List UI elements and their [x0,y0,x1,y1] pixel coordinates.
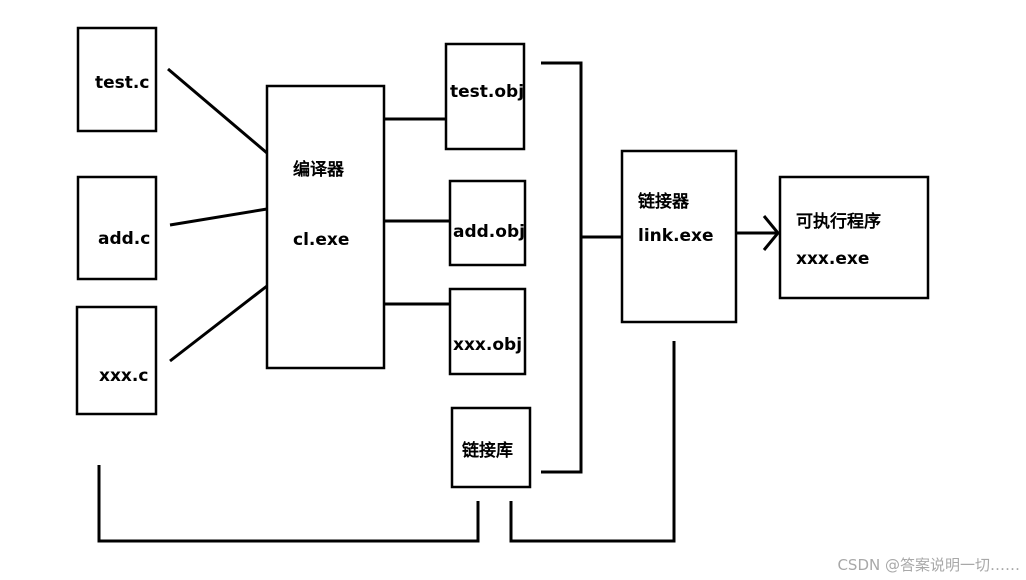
executable-box: 可执行程序 xxx.exe [778,175,930,300]
object-file-test-obj: test.obj [444,42,526,151]
link-library-label: 链接库 [462,440,513,461]
connector-test-c-to-compiler [167,67,268,155]
source-file-add-c: add.c [76,175,158,281]
compiler-exe-label: cl.exe [293,230,349,250]
executable-file-label: xxx.exe [796,249,869,269]
object-bracket [541,61,583,474]
arrow-linker-to-executable [736,215,780,251]
bottom-loop-left [97,465,480,543]
linker-box: 链接器 link.exe [620,149,738,324]
connector-xxx-c-to-compiler [169,284,268,363]
linker-title: 链接器 [638,191,690,212]
object-file-label: xxx.obj [453,335,522,355]
object-file-xxx-obj: xxx.obj [448,287,527,376]
source-file-label: add.c [98,229,150,249]
source-file-xxx-c: xxx.c [75,305,158,416]
link-library-box: 链接库 [450,406,532,489]
object-file-add-obj: add.obj [448,179,527,267]
bottom-loop-right [509,341,676,543]
object-file-label: add.obj [453,222,525,242]
connector-add-c-to-compiler [169,207,268,227]
object-file-label: test.obj [450,82,524,102]
source-file-label: test.c [95,73,149,93]
compiler-box: 编译器 cl.exe [265,84,386,370]
linker-exe-label: link.exe [638,226,714,246]
watermark: CSDN @答案说明一切…… [837,556,1020,574]
executable-title: 可执行程序 [796,211,881,232]
source-file-test-c: test.c [76,26,158,133]
source-file-label: xxx.c [99,366,148,386]
compiler-title: 编译器 [293,159,345,180]
